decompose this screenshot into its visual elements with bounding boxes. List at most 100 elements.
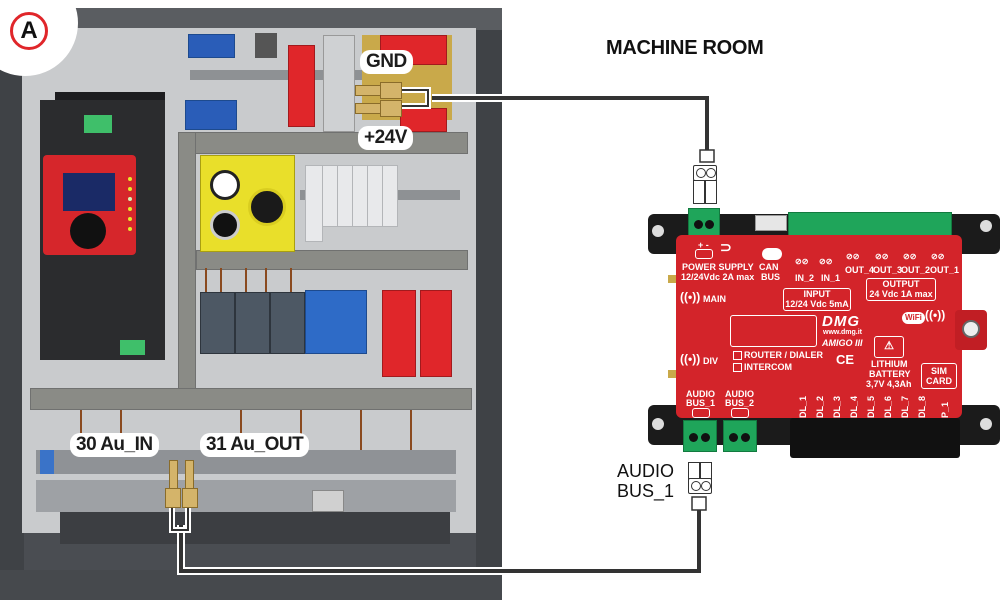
dl-port-label: DL_8	[917, 395, 927, 418]
output-2-icon: ⊘⊘	[903, 252, 917, 261]
warning-triangle-icon: ⚠	[884, 340, 894, 352]
cable-duct-middle	[196, 250, 468, 270]
mount-hole	[980, 220, 992, 232]
brand-website: www.dmg.it	[823, 329, 863, 336]
red-module	[382, 290, 416, 377]
status-led	[128, 207, 132, 211]
cable-duct-lower	[30, 388, 472, 410]
audio-in-label: 30 Au_IN	[70, 433, 159, 457]
up-button	[210, 170, 240, 200]
antenna-connector-main	[668, 275, 678, 283]
io-terminal-block	[788, 212, 952, 238]
power-connector-fork	[699, 149, 715, 163]
wire	[360, 410, 362, 450]
mount-hole	[652, 225, 664, 237]
can-bus-icon	[762, 248, 782, 260]
intercom-checkbox	[733, 363, 742, 372]
ce-mark: CE	[836, 352, 855, 367]
output-4-icon: ⊘⊘	[846, 252, 860, 261]
gnd-ferrule	[380, 82, 402, 99]
audio-fork	[171, 505, 189, 531]
battery-warning-icon: ⚠	[874, 336, 904, 358]
cabinet-right-wall	[476, 30, 502, 570]
audio-label-line2: BUS_1	[617, 481, 675, 501]
relay-bank	[305, 290, 367, 354]
wire	[80, 410, 82, 450]
cabinet-left-wall	[0, 30, 24, 570]
plug-icon: ⊃	[720, 239, 732, 255]
battery-line1: LITHIUM	[871, 359, 908, 369]
sim-card-slot: SIM CARD	[921, 363, 957, 389]
input-spec: 12/24 Vdc 5mA	[785, 299, 849, 309]
contactor	[235, 292, 270, 354]
terminal-blue	[40, 450, 54, 474]
power-cable-outline	[432, 94, 711, 150]
power-supply-title: POWER SUPPLY	[682, 262, 754, 272]
audio-bus-1-screw-icon	[692, 408, 710, 418]
cabinet-floor-plate	[36, 480, 456, 512]
green-connector-bottom	[120, 340, 145, 355]
battery-line3: 3,7V 4,3Ah	[866, 379, 912, 389]
wire	[265, 268, 267, 292]
output-2-label: OUT_2	[901, 265, 931, 275]
fixing-screw	[962, 320, 980, 338]
mount-hole	[980, 418, 992, 430]
breaker	[382, 165, 398, 227]
audio-in-ferrule	[165, 488, 181, 508]
router-dialer-checkbox	[733, 351, 742, 360]
contactor	[270, 292, 305, 354]
machine-room-title: MACHINE ROOM	[606, 37, 764, 59]
dl-port-label: DL_5	[866, 395, 876, 418]
plus24v-label: +24V	[358, 126, 413, 150]
p1-port-label: P_1	[940, 401, 950, 418]
output-spec-box: OUTPUT 24 Vdc 1A max	[866, 278, 936, 301]
selector-knob	[248, 188, 286, 226]
div-antenna-icon: ((•))	[680, 352, 701, 366]
can-bus-connector	[755, 215, 787, 231]
audio-bus-2-terminal	[723, 420, 757, 452]
dl-port-label: DL_2	[815, 395, 825, 418]
audio-bus-1-terminal	[683, 420, 717, 452]
main-antenna-icon: ((•))	[680, 290, 701, 304]
sim-line1: SIM	[930, 366, 947, 376]
audio-out-label: 31 Au_OUT	[200, 433, 310, 457]
device-front-panel	[676, 235, 962, 418]
dl-port-label: DL_3	[832, 395, 842, 418]
device-audio-bus-1-line1: AUDIO	[686, 389, 715, 399]
down-button	[210, 210, 240, 240]
wire	[410, 410, 412, 450]
router-dialer-label: ROUTER / DIALER	[744, 350, 824, 360]
small-module	[255, 33, 277, 58]
wifi-badge: WiFi	[902, 312, 925, 324]
red-module	[420, 290, 452, 377]
audio-cable-outline	[177, 510, 703, 575]
input-in2-label: IN_2	[795, 273, 815, 283]
dl-port-label: DL_6	[883, 395, 893, 418]
can-bus-line1: CAN	[759, 262, 779, 272]
battery-line2: BATTERY	[869, 369, 911, 379]
wire	[120, 410, 122, 450]
gnd-label: GND	[360, 50, 413, 74]
power-terminal-block	[688, 208, 720, 238]
db9-connector	[312, 490, 344, 512]
output-spec: 24 Vdc 1A max	[869, 289, 933, 299]
audio-plug-screws	[688, 478, 712, 494]
power-supply-unit	[323, 35, 355, 132]
output-3-label: OUT_3	[873, 265, 903, 275]
contactor	[200, 292, 235, 354]
power-plug-pin	[693, 180, 705, 204]
power-supply-spec: 12/24Vdc 2A max	[681, 272, 755, 282]
terminal-block-blue-2	[185, 100, 237, 130]
audio-out-ferrule	[182, 488, 198, 508]
input-spec-box: INPUT 12/24 Vdc 5mA	[783, 288, 851, 311]
brand-logo: DMG	[822, 313, 860, 330]
device-audio-bus-2-line1: AUDIO	[725, 389, 754, 399]
wire	[300, 410, 302, 450]
audio-label-line1: AUDIO	[617, 461, 675, 481]
intercom-label: INTERCOM	[744, 362, 792, 372]
green-connector	[84, 115, 112, 133]
output-1-icon: ⊘⊘	[931, 252, 945, 261]
power-polarity: + -	[698, 240, 709, 250]
power-screw-icon	[695, 249, 713, 259]
